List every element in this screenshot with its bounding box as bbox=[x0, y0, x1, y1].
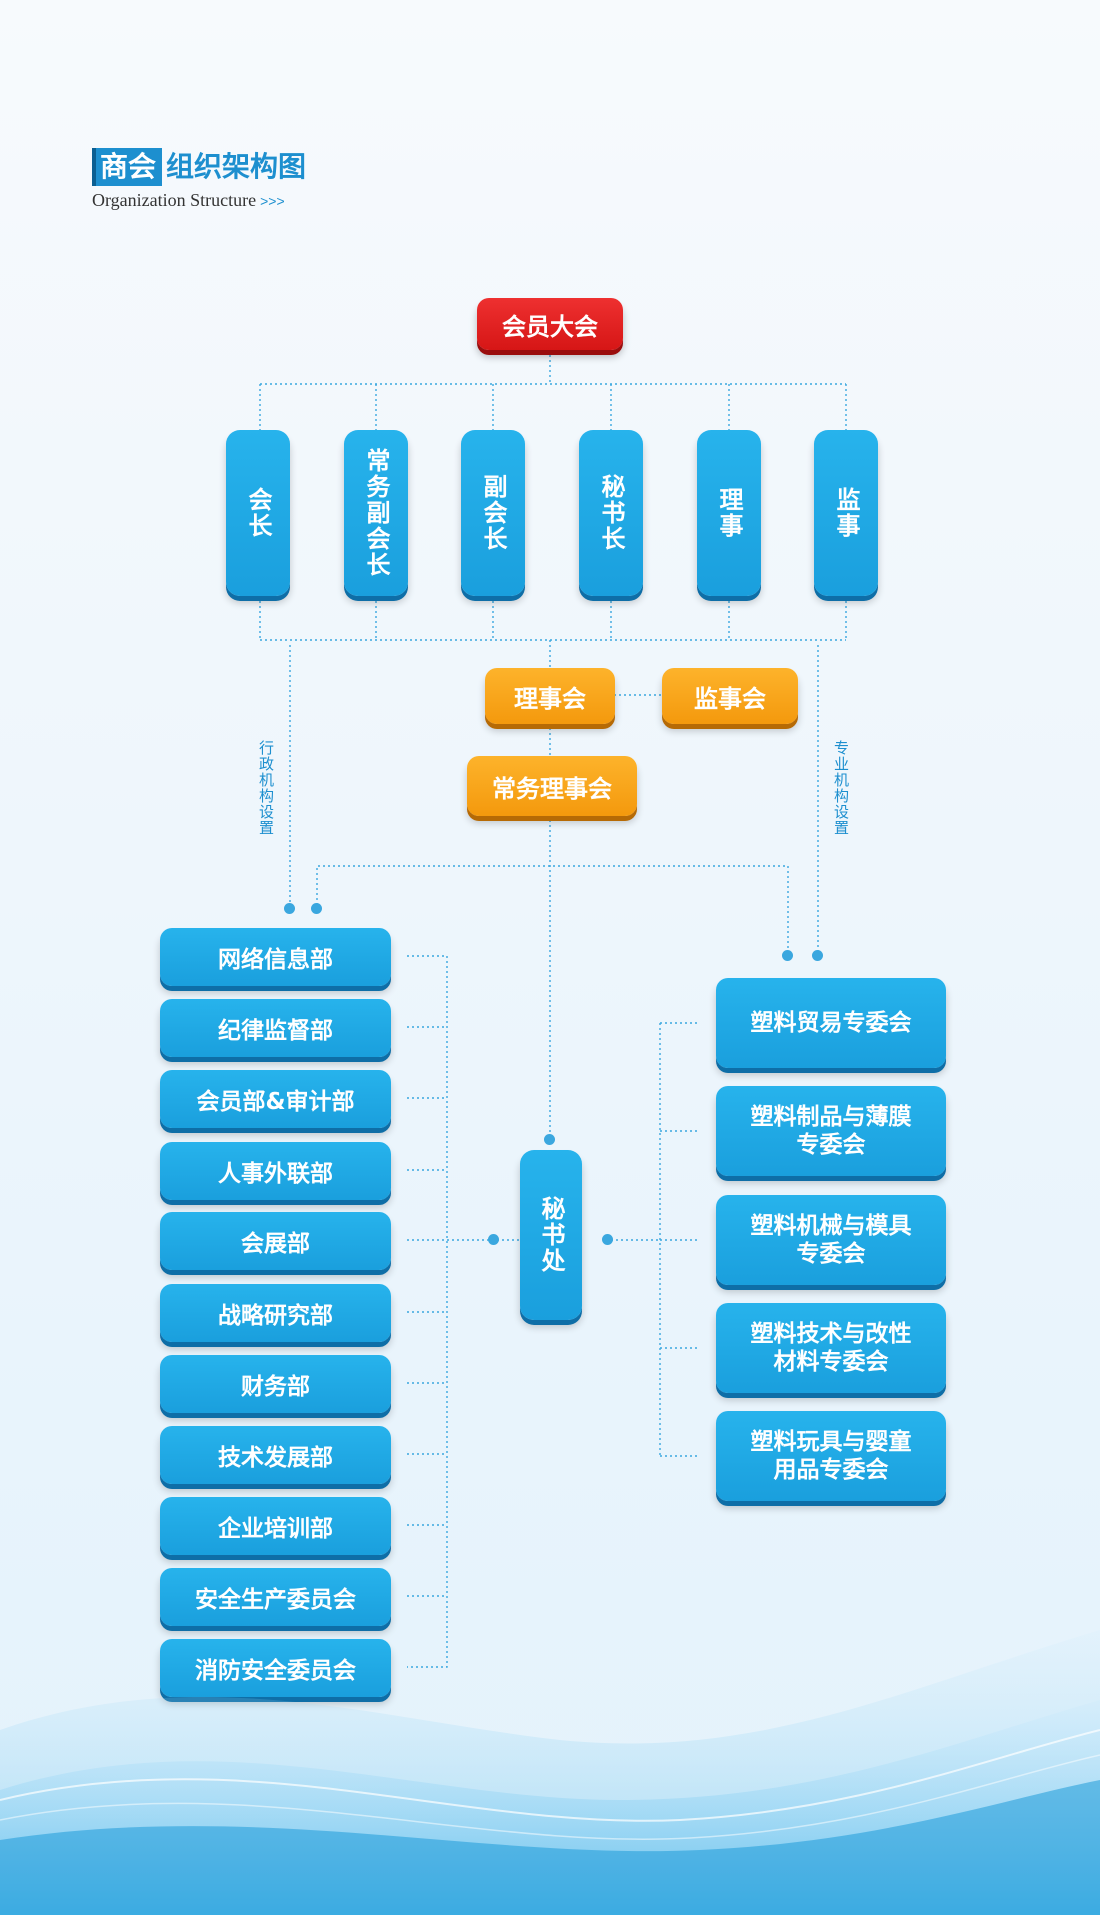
committee-label: 塑料技术与改性材料专委会 bbox=[751, 1320, 912, 1376]
title-highlight: 商会 bbox=[92, 148, 163, 186]
connector-dot bbox=[812, 950, 823, 961]
committee-line-1: 塑料玩具与婴童 bbox=[750, 1428, 912, 1455]
subtitle-text: Organization Structure bbox=[92, 190, 257, 210]
department-label: 消防安全委员会 bbox=[195, 1658, 356, 1684]
connector-dot bbox=[284, 903, 295, 914]
connector-dot bbox=[544, 1134, 555, 1145]
department-label: 会员部&审计部 bbox=[196, 1089, 355, 1115]
committee-line-1: 塑料贸易专委会 bbox=[750, 1009, 912, 1036]
committee-label: 塑料玩具与婴童用品专委会 bbox=[751, 1428, 912, 1484]
admin-structure-label: 行政机构设置 bbox=[257, 740, 275, 836]
department-node: 战略研究部 bbox=[160, 1284, 391, 1342]
arrows-icon: >>> bbox=[260, 193, 285, 209]
connector-dot bbox=[488, 1234, 499, 1245]
department-node: 网络信息部 bbox=[160, 928, 391, 986]
department-label: 技术发展部 bbox=[218, 1445, 333, 1471]
department-node: 会员部&审计部 bbox=[160, 1070, 391, 1128]
committee-node: 塑料制品与薄膜专委会 bbox=[716, 1086, 946, 1176]
officer-label: 秘书长 bbox=[597, 474, 625, 552]
department-node: 纪律监督部 bbox=[160, 999, 391, 1057]
committee-line-1: 塑料机械与模具 bbox=[750, 1212, 912, 1239]
secretariat-label: 秘书处 bbox=[537, 1196, 565, 1274]
officer-node: 常务副会长 bbox=[344, 430, 408, 596]
officer-label: 理事 bbox=[715, 487, 743, 539]
secretariat-node: 秘书处 bbox=[520, 1150, 582, 1320]
committee-label: 塑料贸易专委会 bbox=[751, 1009, 912, 1037]
committee-node: 塑料技术与改性材料专委会 bbox=[716, 1303, 946, 1393]
officer-label: 监事 bbox=[832, 487, 860, 539]
board-council-node: 理事会 bbox=[485, 668, 615, 724]
title-text: 组织架构图 bbox=[166, 150, 307, 183]
committee-line-2: 材料专委会 bbox=[773, 1349, 889, 1375]
officer-label: 副会长 bbox=[479, 474, 507, 552]
standing-council-node: 常务理事会 bbox=[467, 756, 637, 816]
committee-node: 塑料玩具与婴童用品专委会 bbox=[716, 1411, 946, 1501]
department-node: 消防安全委员会 bbox=[160, 1639, 391, 1697]
committee-node: 塑料机械与模具专委会 bbox=[716, 1195, 946, 1285]
department-label: 战略研究部 bbox=[218, 1303, 333, 1329]
committee-label: 塑料制品与薄膜专委会 bbox=[751, 1103, 912, 1159]
department-node: 安全生产委员会 bbox=[160, 1568, 391, 1626]
officer-node: 理事 bbox=[697, 430, 761, 596]
department-label: 财务部 bbox=[241, 1374, 310, 1400]
department-label: 人事外联部 bbox=[218, 1161, 333, 1187]
committee-line-1: 塑料制品与薄膜 bbox=[750, 1103, 912, 1130]
committee-line-1: 塑料技术与改性 bbox=[750, 1320, 912, 1347]
supervisory-council-node: 监事会 bbox=[662, 668, 798, 724]
page-title: 商会组织架构图 bbox=[92, 148, 306, 188]
department-label: 安全生产委员会 bbox=[195, 1587, 356, 1613]
department-label: 纪律监督部 bbox=[218, 1018, 333, 1044]
department-node: 人事外联部 bbox=[160, 1142, 391, 1200]
officer-node: 副会长 bbox=[461, 430, 525, 596]
title-subtitle: Organization Structure>>> bbox=[92, 190, 285, 211]
officer-node: 会长 bbox=[226, 430, 290, 596]
connector-dot bbox=[602, 1234, 613, 1245]
department-label: 企业培训部 bbox=[218, 1516, 333, 1542]
officer-node: 监事 bbox=[814, 430, 878, 596]
department-node: 财务部 bbox=[160, 1355, 391, 1413]
department-label: 网络信息部 bbox=[218, 947, 333, 973]
department-node: 企业培训部 bbox=[160, 1497, 391, 1555]
officer-node: 秘书长 bbox=[579, 430, 643, 596]
officer-label: 会长 bbox=[244, 487, 272, 539]
connector-dot bbox=[782, 950, 793, 961]
committee-node: 塑料贸易专委会 bbox=[716, 978, 946, 1068]
professional-structure-label: 专业机构设置 bbox=[832, 740, 850, 836]
background-wave-decoration bbox=[0, 1630, 1100, 1915]
department-label: 会展部 bbox=[241, 1231, 310, 1257]
officer-label: 常务副会长 bbox=[362, 448, 390, 578]
general-assembly-node: 会员大会 bbox=[477, 298, 623, 350]
connector-dot bbox=[311, 903, 322, 914]
committee-label: 塑料机械与模具专委会 bbox=[751, 1212, 912, 1268]
committee-line-2: 用品专委会 bbox=[773, 1457, 889, 1483]
department-node: 技术发展部 bbox=[160, 1426, 391, 1484]
department-node: 会展部 bbox=[160, 1212, 391, 1270]
committee-line-2: 专委会 bbox=[796, 1241, 866, 1267]
committee-line-2: 专委会 bbox=[796, 1132, 866, 1158]
